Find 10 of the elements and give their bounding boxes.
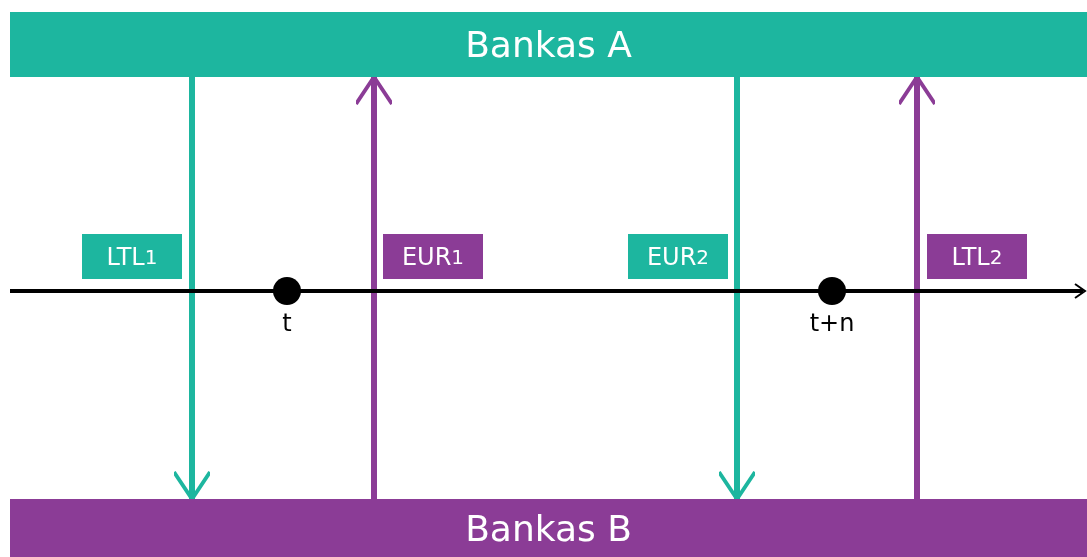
arrow bbox=[897, 75, 937, 499]
time-label: t+n bbox=[809, 309, 855, 337]
arrow bbox=[717, 77, 757, 501]
bank-band bbox=[10, 12, 1087, 77]
bank-name: Bankas B bbox=[465, 507, 632, 549]
arrow bbox=[354, 75, 394, 499]
arrow bbox=[172, 77, 212, 501]
bank-name: Bankas A bbox=[465, 24, 632, 65]
bank-band bbox=[10, 499, 1087, 557]
time-label: t bbox=[282, 309, 292, 337]
